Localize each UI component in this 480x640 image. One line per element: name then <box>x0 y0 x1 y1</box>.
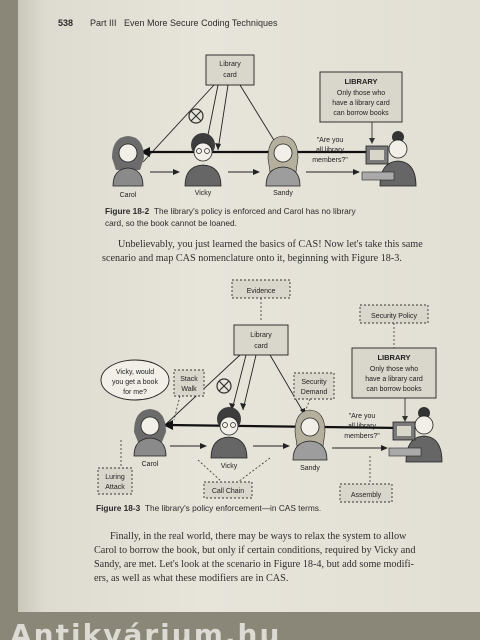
library-card-label-2: card <box>254 343 268 350</box>
caption-text: The library's policy is enforced and Car… <box>153 206 356 216</box>
computer-icon <box>388 421 422 457</box>
library-card-box <box>205 54 255 86</box>
library-card-label-1: Library <box>250 332 272 339</box>
no-symbol-icon <box>188 108 204 124</box>
library-rule-2: have a library card <box>332 100 390 107</box>
evidence-label: Evidence <box>247 288 276 295</box>
arrowhead <box>173 169 180 175</box>
library-rule-2: have a library card <box>365 376 423 383</box>
computer-icon <box>361 145 395 181</box>
vicky-figure <box>210 407 248 459</box>
security-demand-box <box>293 372 335 400</box>
call-arrows <box>170 445 384 449</box>
figure-18-2: Library card LIBRARY Only those who <box>112 54 417 199</box>
sandy-bubble-line-3: members?" <box>344 433 380 440</box>
paragraph-2-line-4: ers, as well as what these modifiers are… <box>94 573 289 584</box>
library-rule-1: Only those who <box>370 366 418 373</box>
arrowhead <box>283 443 290 449</box>
arrowhead <box>140 147 150 157</box>
assembly-box <box>339 483 393 503</box>
carol-speech-bubble <box>100 359 170 401</box>
library-heading: LIBRARY <box>377 353 410 362</box>
luring-attack-label-2: Attack <box>105 484 125 491</box>
no-symbol-icon <box>216 378 232 394</box>
figure-18-3-label: Figure 18-3 <box>96 503 141 513</box>
carol-bubble-line-1: Vicky, would <box>116 369 154 376</box>
paragraph-1-line-1: Unbelievably, you just learned the basic… <box>118 239 423 250</box>
vicky-figure <box>184 133 222 187</box>
stack-walk-label-1: Stack <box>180 376 198 383</box>
figure-18-3-caption: Figure 18-3 The library's policy enforce… <box>96 502 321 514</box>
name-vicky: Vicky <box>195 190 212 197</box>
library-rule-1: Only those who <box>337 90 385 97</box>
call-chain-box <box>203 481 253 499</box>
arrowhead <box>215 143 221 150</box>
sandy-figure <box>292 409 328 461</box>
figure-18-2-caption-line-2: card, so the book cannot be loaned. <box>105 218 237 228</box>
speech-bubble-line-3: members?" <box>312 157 348 164</box>
name-sandy: Sandy <box>300 465 320 472</box>
chapter-title: Even More Secure Coding Techniques <box>124 18 278 28</box>
arrowhead <box>163 420 173 430</box>
running-header: Part III Even More Secure Coding Techniq… <box>90 18 277 28</box>
name-vicky: Vicky <box>221 463 238 470</box>
carol-figure <box>133 409 167 457</box>
carol-bubble-line-2: you get a book <box>112 379 158 386</box>
call-chain-connectors <box>120 440 371 484</box>
arrowhead <box>253 169 260 175</box>
library-card-box <box>233 324 289 356</box>
stack-walk-label-2: Walk <box>181 386 197 393</box>
library-card-label-2: card <box>223 72 237 79</box>
part-label: Part III <box>90 18 117 28</box>
page-number: 538 <box>58 18 74 28</box>
library-rule-3: can borrow books <box>366 386 422 393</box>
arrowhead <box>200 443 207 449</box>
library-policy-box <box>319 71 403 123</box>
caption-text: The library's policy enforcement—in CAS … <box>144 503 322 513</box>
rejection-arrow <box>167 423 401 430</box>
speech-bubble-line-2: all library <box>316 147 345 154</box>
stack-walk-box <box>173 369 205 397</box>
sandy-bubble-line-1: "Are you <box>349 413 376 420</box>
call-chain-label: Call Chain <box>212 488 244 495</box>
arrowhead <box>240 403 246 410</box>
luring-attack-box <box>97 467 133 495</box>
name-carol: Carol <box>142 461 159 468</box>
carol-figure <box>112 136 144 187</box>
security-policy-label: Security Policy <box>371 313 417 320</box>
carol-bubble-line-3: for me? <box>123 389 147 396</box>
assembly-label: Assembly <box>351 492 382 499</box>
figure-18-2-caption-line-1: Figure 18-2 The library's policy is enfo… <box>105 205 356 217</box>
figure-18-2-label: Figure 18-2 <box>105 206 150 216</box>
security-demand-label-2: Demand <box>301 389 328 396</box>
library-rule-3: can borrow books <box>333 110 389 117</box>
arrowhead <box>229 403 235 410</box>
paragraph-1-line-2: scenario and map CAS nomenclature onto i… <box>102 253 402 264</box>
security-demand-label-1: Security <box>301 379 327 386</box>
figure-18-3: Evidence Security Policy Library card St… <box>97 279 443 503</box>
library-card-label-1: Library <box>219 61 241 68</box>
name-sandy: Sandy <box>273 190 293 197</box>
paragraph-2-line-1: Finally, in the real world, there may be… <box>110 531 407 542</box>
speech-bubble-line-1: "Are you <box>317 137 344 144</box>
luring-attack-label-1: Luring <box>105 474 125 481</box>
paragraph-2-line-3: Sandy, are met. Let's look at the scenar… <box>94 559 415 570</box>
sandy-bubble-line-2: all library <box>348 423 377 430</box>
name-carol: Carol <box>120 192 137 199</box>
paragraph-2-line-2: Carol to borrow the book, but only if ce… <box>94 545 416 556</box>
sandy-figure <box>265 135 301 187</box>
watermark: Antikvárium.hu <box>10 618 282 640</box>
library-heading: LIBRARY <box>344 77 377 86</box>
library-policy-box <box>351 347 437 399</box>
arrowhead <box>353 169 360 175</box>
arrowhead <box>381 445 388 451</box>
